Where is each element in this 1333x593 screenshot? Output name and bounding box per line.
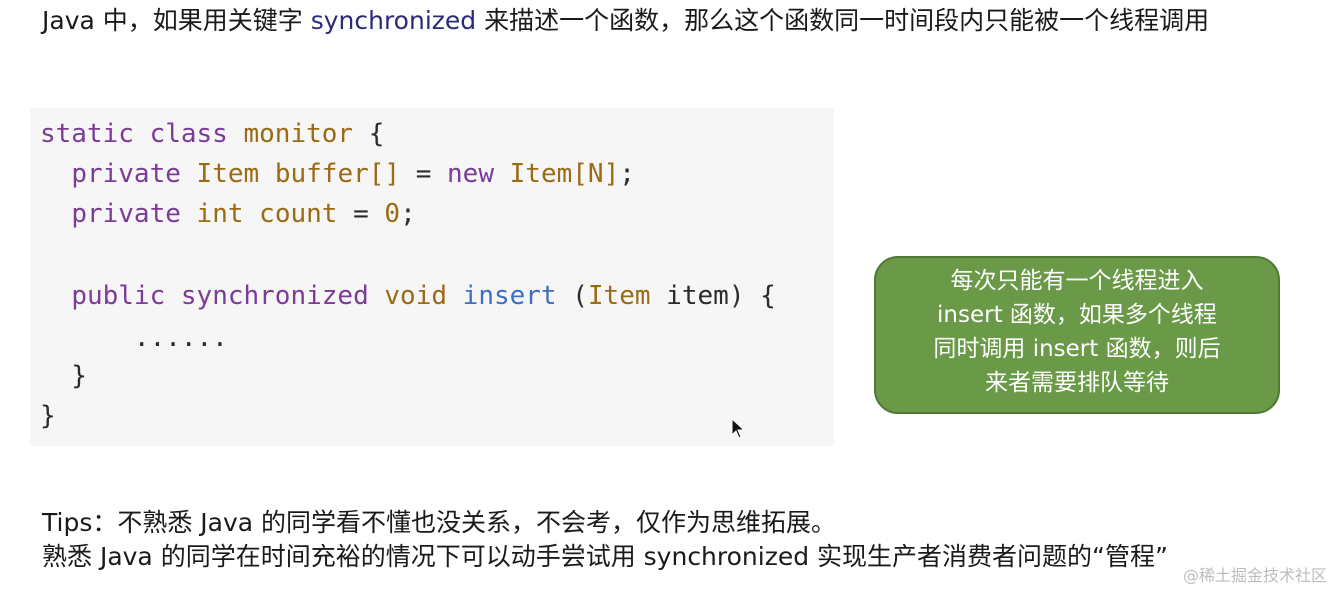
code-line-3: private int count = 0; xyxy=(40,194,416,234)
code-token: count xyxy=(243,199,338,229)
code-token: void xyxy=(368,281,448,311)
code-line-6: } xyxy=(40,361,87,391)
callout-line-3: 同时调用 insert 函数，则后 xyxy=(933,336,1221,362)
callout-line-2: insert 函数，如果多个线程 xyxy=(937,302,1217,328)
code-token: = xyxy=(337,199,385,229)
code-line-5: ...... xyxy=(40,323,228,353)
code-token: public synchronized xyxy=(71,281,369,311)
code-line-4: public synchronized void insert (Item it… xyxy=(40,276,776,316)
tips-line-2: 熟悉 Java 的同学在时间充裕的情况下可以动手尝试用 synchronized… xyxy=(42,542,1168,571)
code-token: Item xyxy=(494,159,573,189)
code-token: ) xyxy=(728,281,745,311)
tips-paragraph: Tips：不熟悉 Java 的同学看不懂也没关系，不会考，仅作为思维拓展。熟悉 … xyxy=(42,506,1168,574)
tips-line-1: Tips：不熟悉 Java 的同学看不懂也没关系，不会考，仅作为思维拓展。 xyxy=(42,508,837,537)
code-line-2: private Item buffer[] = new Item[N]; xyxy=(40,154,635,194)
code-token: ; xyxy=(400,199,416,229)
code-token: Item xyxy=(587,281,651,311)
code-indent xyxy=(40,159,71,189)
code-token: static class xyxy=(40,119,228,149)
code-token: int xyxy=(180,199,244,229)
code-token: { xyxy=(353,119,385,149)
code-token: insert xyxy=(447,281,557,311)
mouse-pointer-icon xyxy=(731,418,746,439)
watermark: @稀土掘金技术社区 xyxy=(1182,566,1327,585)
intro-keyword: synchronized xyxy=(310,6,477,35)
code-token: ; xyxy=(619,159,635,189)
callout-line-4: 来者需要排队等待 xyxy=(985,370,1169,396)
code-token: buffer[] xyxy=(259,159,401,189)
intro-paragraph: Java 中，如果用关键字 synchronized 来描述一个函数，那么这个函… xyxy=(42,4,1302,38)
code-indent xyxy=(40,199,71,229)
code-token: ( xyxy=(556,281,588,311)
intro-text-1: Java 中，如果用关键字 xyxy=(42,6,311,35)
code-block: static class monitor { private Item buff… xyxy=(30,108,834,446)
code-token: [N] xyxy=(572,159,620,189)
code-token: new xyxy=(447,159,494,189)
code-token: monitor xyxy=(227,119,354,149)
code-line-1: static class monitor { xyxy=(40,114,384,154)
callout-line-1: 每次只能有一个线程进入 xyxy=(950,268,1204,294)
code-token: 0 xyxy=(384,199,401,229)
code-line-7: } xyxy=(40,401,56,431)
callout-bubble: 每次只能有一个线程进入 insert 函数，如果多个线程 同时调用 insert… xyxy=(874,256,1280,414)
code-token: private xyxy=(71,199,181,229)
code-token: item xyxy=(650,281,729,311)
code-token: { xyxy=(744,281,776,311)
code-token: = xyxy=(400,159,448,189)
code-token: private xyxy=(71,159,181,189)
code-token: Item xyxy=(180,159,260,189)
intro-text-2: 来描述一个函数，那么这个函数同一时间段内只能被一个线程调用 xyxy=(476,6,1210,35)
code-indent xyxy=(40,281,71,311)
